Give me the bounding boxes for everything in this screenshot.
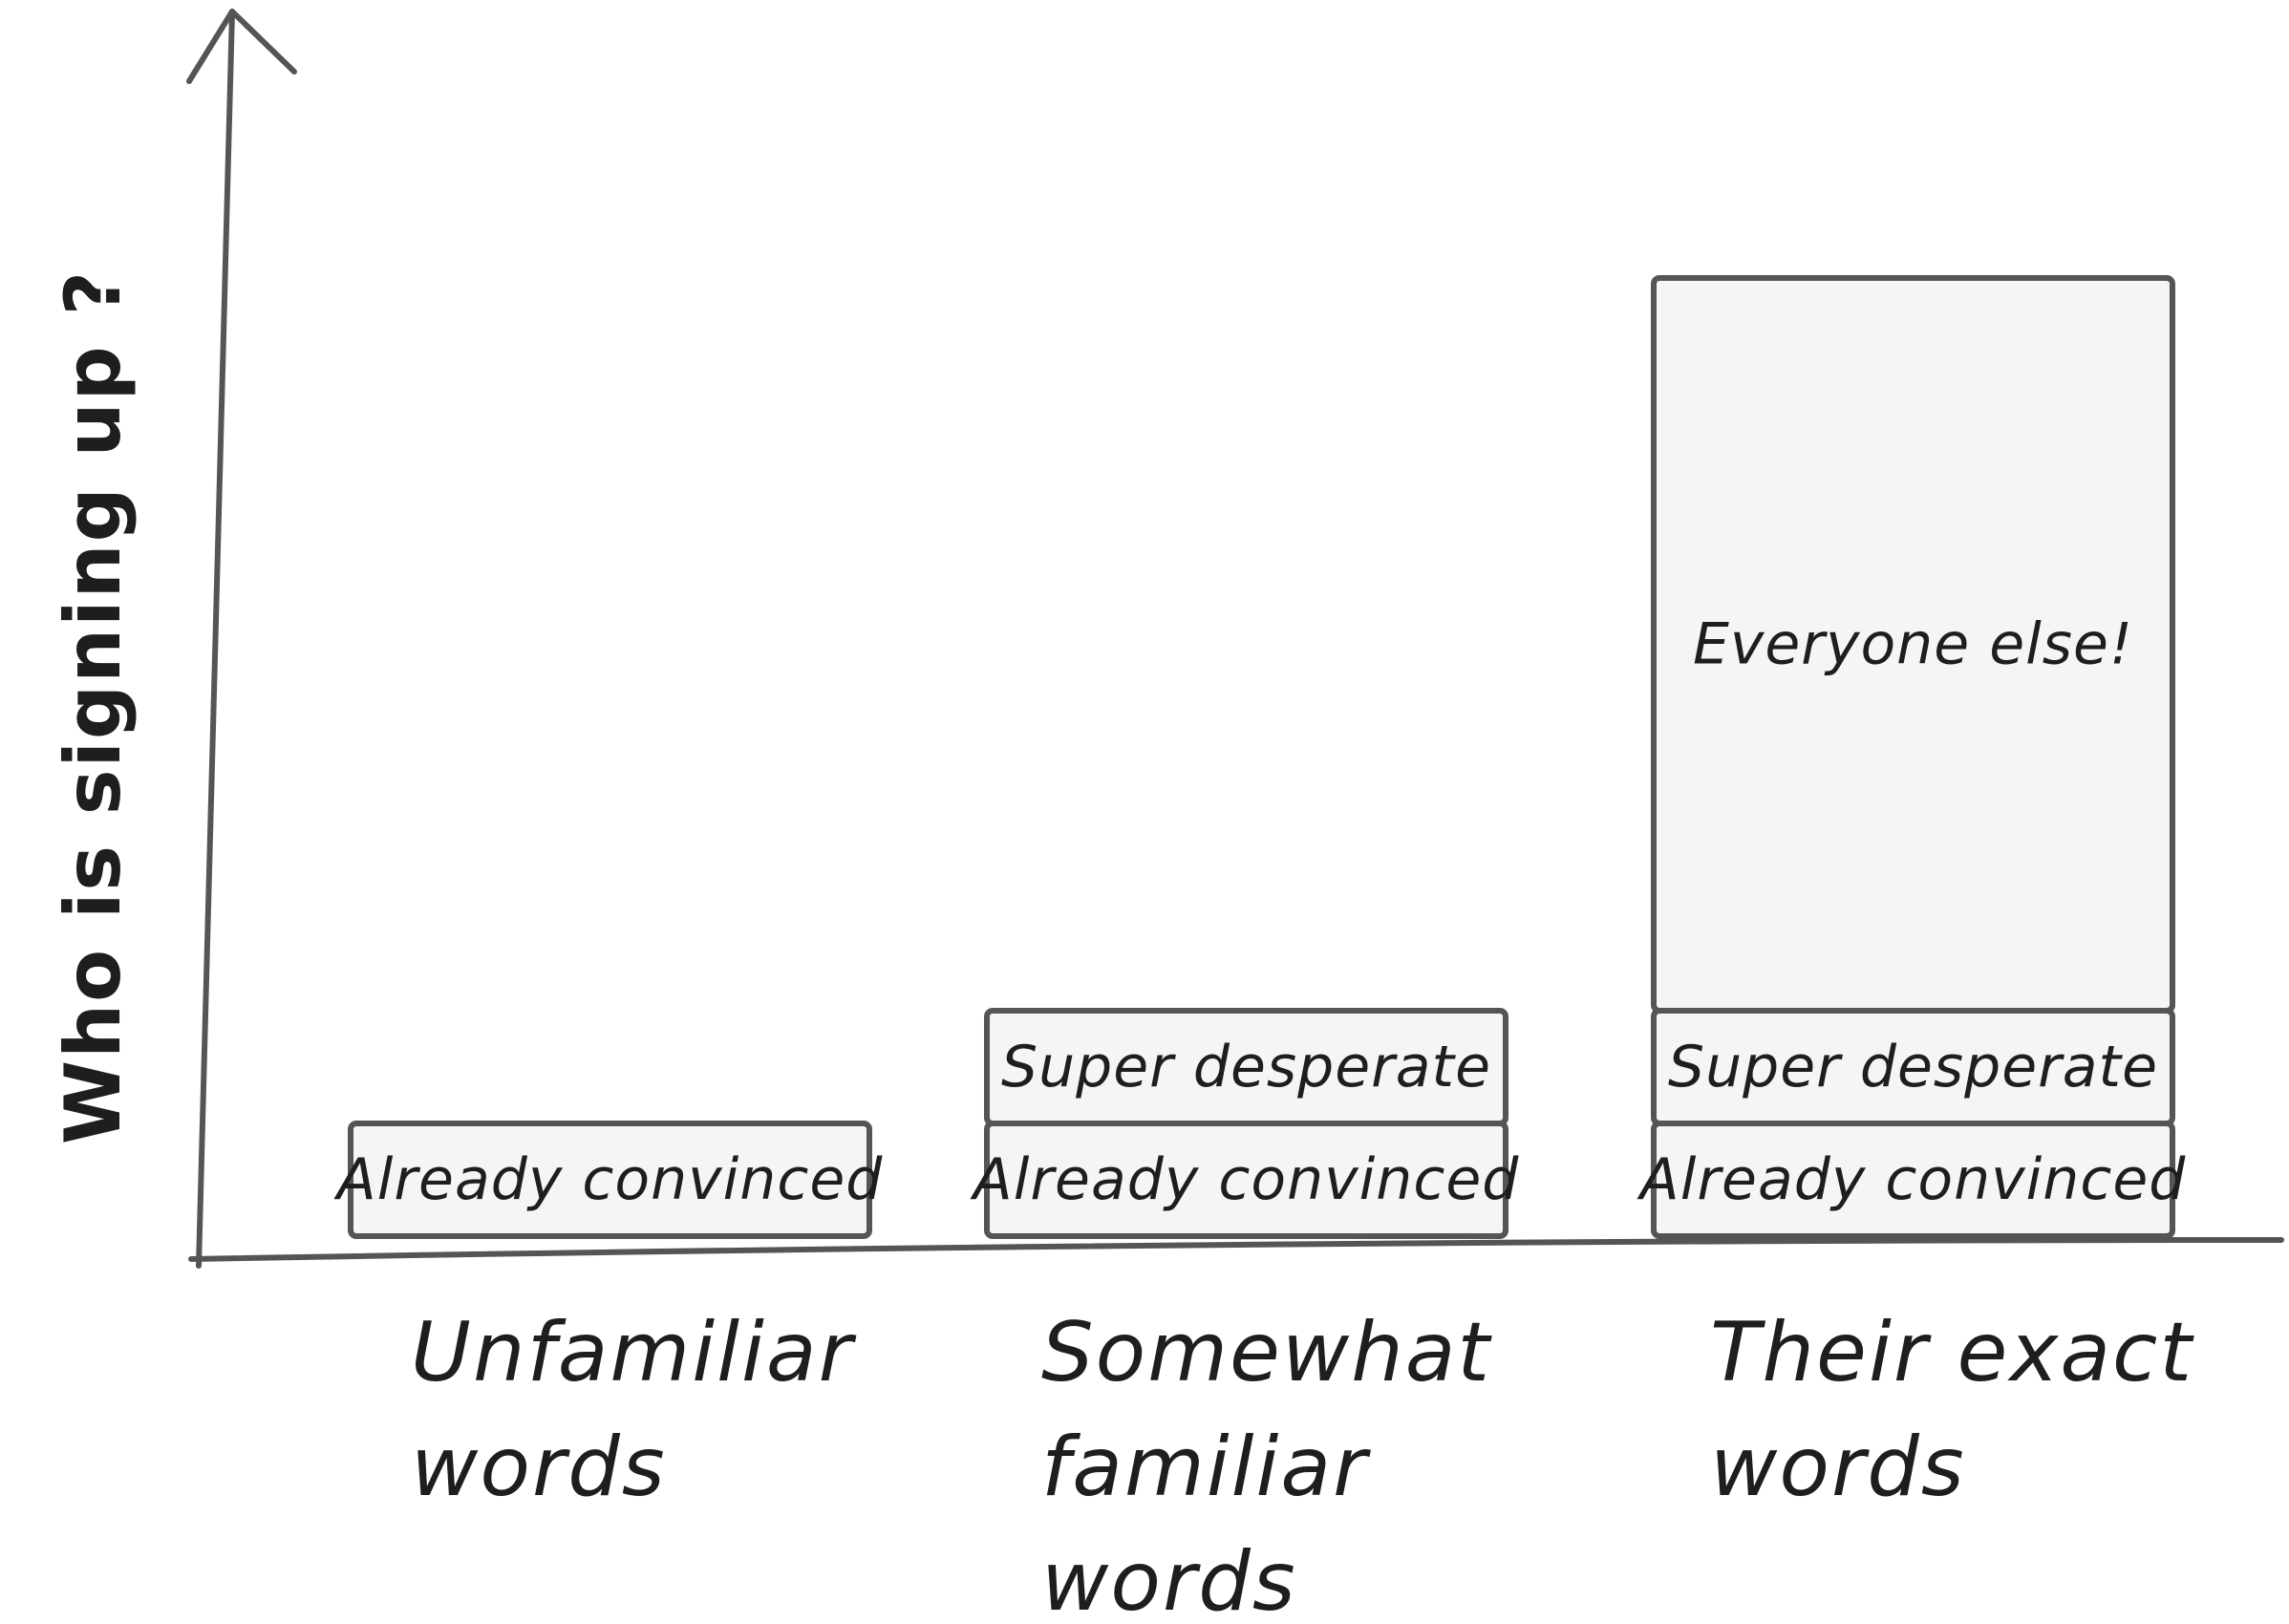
- y-axis-arrowhead: [186, 9, 297, 84]
- x-axis-line: [188, 1237, 2284, 1262]
- x-tick-label-2: Their exact words: [1710, 1305, 2194, 1515]
- bar-segment-label-2-0: Already convinced: [1637, 1146, 2187, 1213]
- y-axis-label: Who is signing up ?: [49, 269, 138, 1144]
- x-tick-label-line: words: [1710, 1420, 1966, 1515]
- x-tick-label-line: Unfamiliar: [411, 1305, 857, 1400]
- x-tick-label-line: Their exact: [1710, 1305, 2194, 1400]
- bars-layer: [348, 275, 2175, 1239]
- bar-segment-label-2-2: Everyone else!: [1693, 611, 2133, 678]
- bar-segment-label-0-0: Already convinced: [333, 1146, 884, 1213]
- axes-layer: [186, 9, 2284, 1269]
- bar-segment-2-2: [1651, 275, 2175, 1014]
- labels-layer: Who is signing up ? Already convincedUnf…: [49, 269, 2194, 1624]
- x-tick-label-line: words: [1041, 1534, 1297, 1620]
- bar-segment-label-2-1: Super desperate: [1668, 1034, 2158, 1100]
- bar-segment-1-1: [984, 1008, 1508, 1126]
- bar-segment-label-1-1: Super desperate: [1001, 1034, 1491, 1100]
- x-tick-label-0: Unfamiliar words: [411, 1305, 857, 1515]
- bar-segment-label-1-0: Already convinced: [970, 1146, 1520, 1213]
- x-tick-label-line: familiar: [1041, 1420, 1371, 1515]
- y-axis-line: [196, 9, 235, 1269]
- bar-segment-0-0: [348, 1121, 872, 1239]
- x-tick-label-line: words: [411, 1420, 667, 1515]
- x-tick-label-1: Somewhat familiar words: [1041, 1305, 1492, 1620]
- x-tick-label-line: Somewhat: [1041, 1305, 1492, 1400]
